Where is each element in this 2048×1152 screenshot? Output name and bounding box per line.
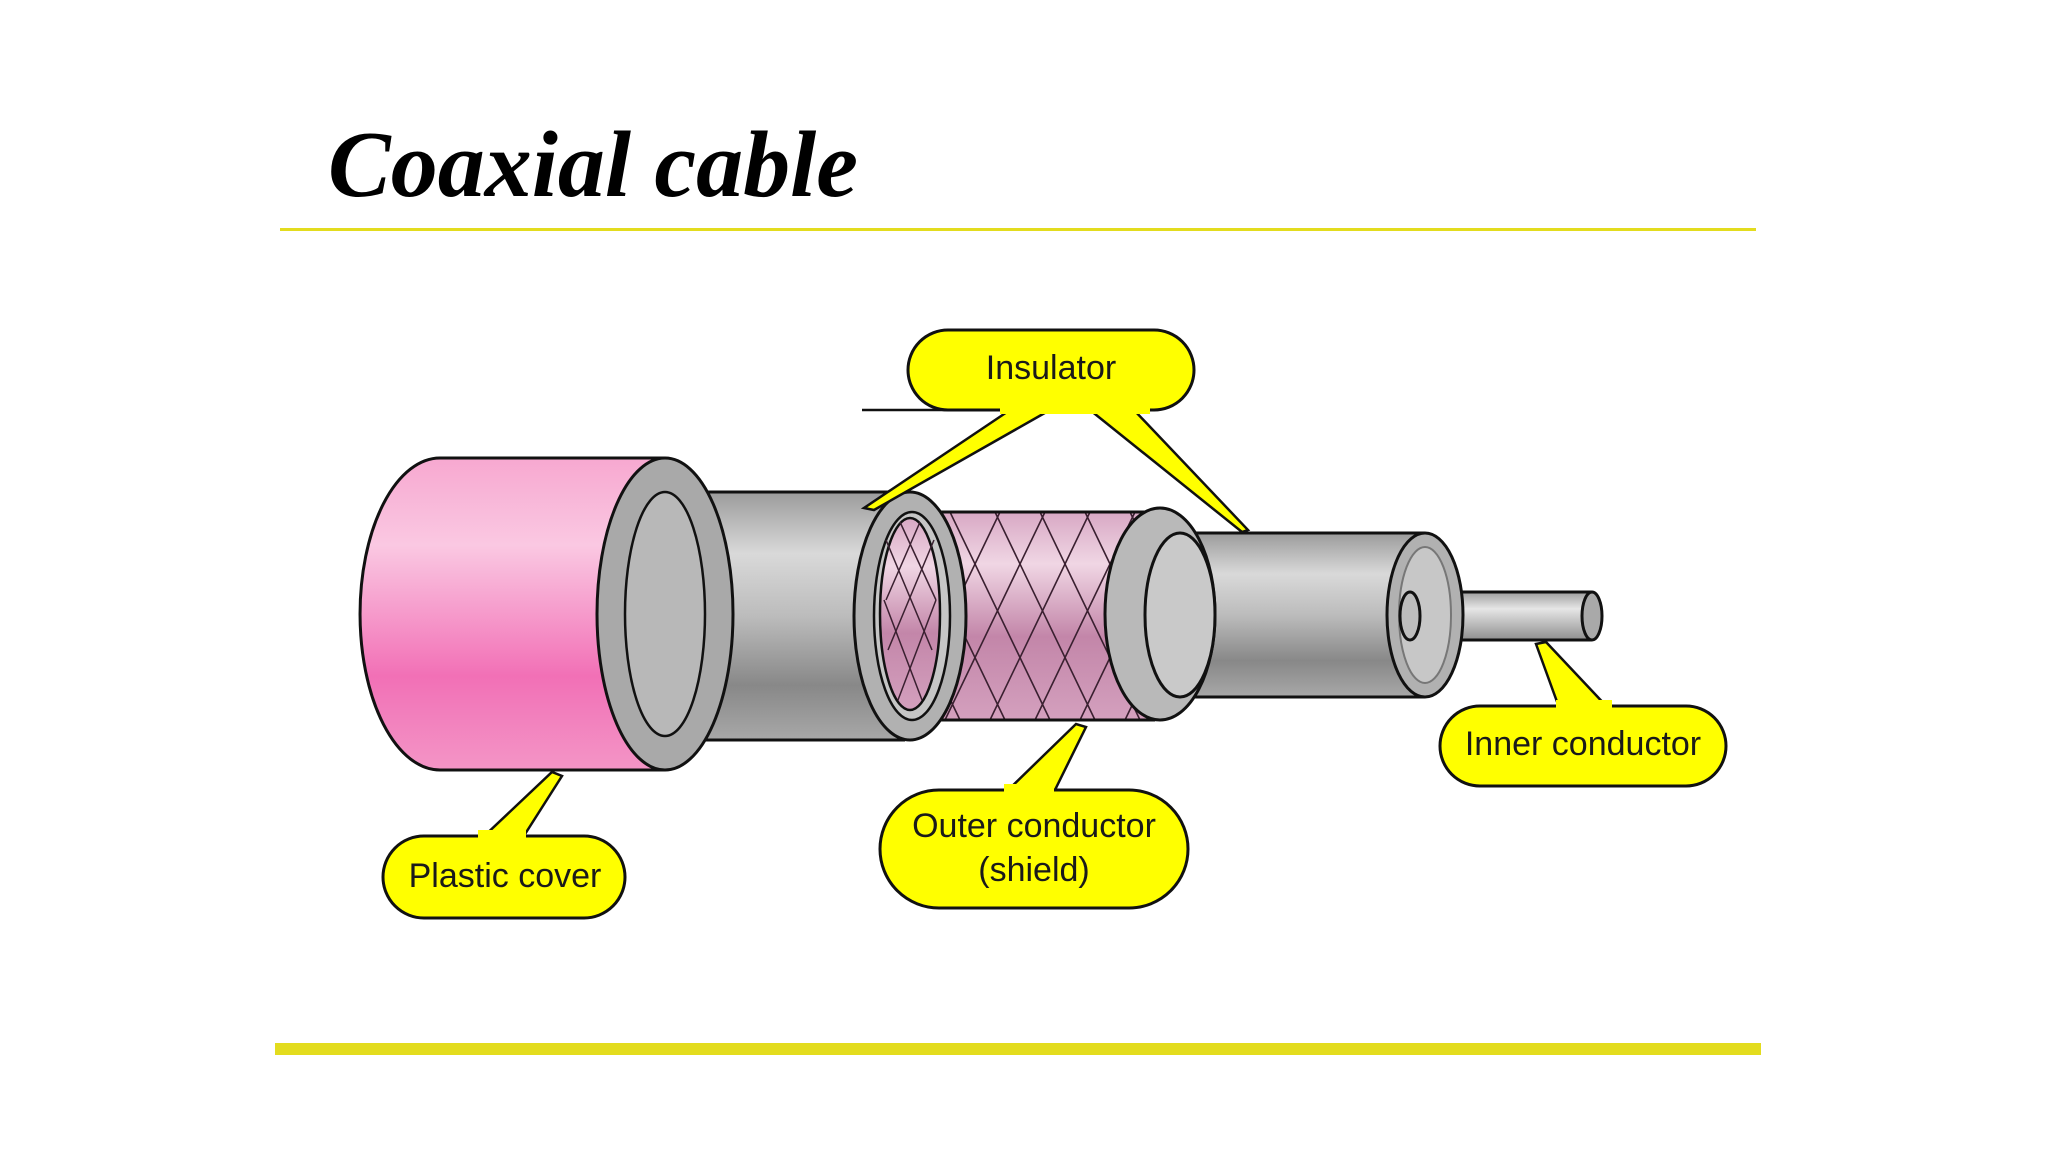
label-shield: (shield): [978, 851, 1089, 889]
plastic-cover-jacket: [358, 456, 735, 772]
dielectric-insulator: [1180, 531, 1465, 699]
callout-outer-conductor: Outer conductor (shield): [878, 722, 1190, 910]
callout-plastic-cover: Plastic cover: [381, 770, 627, 920]
label-plastic-cover: Plastic cover: [409, 857, 602, 895]
callout-insulator: Insulator: [860, 328, 1251, 534]
label-outer-conductor: Outer conductor: [912, 807, 1156, 845]
label-insulator: Insulator: [986, 349, 1116, 387]
title-divider: [280, 228, 1756, 231]
label-inner-conductor: Inner conductor: [1465, 725, 1701, 763]
callout-inner-conductor: Inner conductor: [1438, 640, 1728, 788]
slide-title: Coaxial cable: [328, 113, 858, 217]
bottom-divider: [275, 1043, 1761, 1055]
